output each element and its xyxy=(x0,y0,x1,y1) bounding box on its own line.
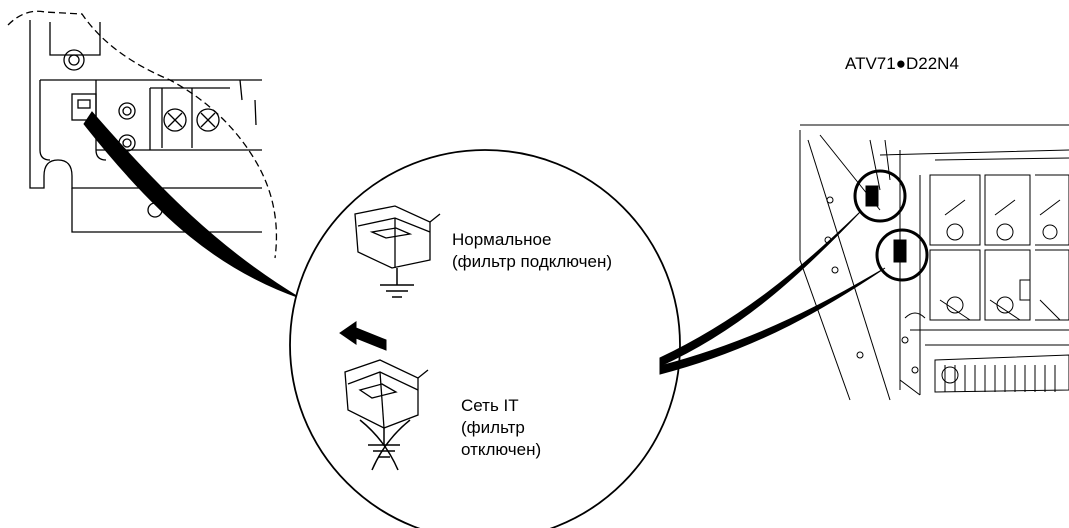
jumper-pins-upper-icon xyxy=(865,185,879,207)
it-jumper-icon xyxy=(344,359,429,429)
right-connector-lower xyxy=(659,267,886,375)
it-label-line1: Сеть IT xyxy=(461,396,519,415)
housing-outline xyxy=(29,20,262,189)
jumper-highlight-lower xyxy=(875,228,929,282)
model-label: ATV71●D22N4 xyxy=(845,54,959,73)
magnified-view-circle xyxy=(289,149,681,528)
normal-label-line2: (фильтр подключен) xyxy=(452,252,613,271)
normal-label-line1: Нормальное xyxy=(452,230,552,249)
terminal-clamp-icon xyxy=(149,87,230,150)
drive-isometric-view xyxy=(799,124,1069,401)
jumper-pins-lower-icon xyxy=(893,239,907,263)
top-screw-icon xyxy=(63,49,85,71)
small-screw-icon xyxy=(118,102,136,152)
it-label-line2: (фильтр xyxy=(461,418,525,437)
it-label-line3: отключен) xyxy=(461,440,542,459)
move-arrow-icon xyxy=(339,321,387,351)
normal-jumper-icon xyxy=(354,205,441,269)
disconnected-ground-icon xyxy=(359,419,411,471)
ground-symbol-icon xyxy=(380,268,414,298)
jumper-slot-icon xyxy=(71,93,97,121)
detail-cutout-border xyxy=(7,10,278,259)
terminal-block-detail xyxy=(7,10,278,259)
jumper-highlight-upper xyxy=(853,169,907,223)
